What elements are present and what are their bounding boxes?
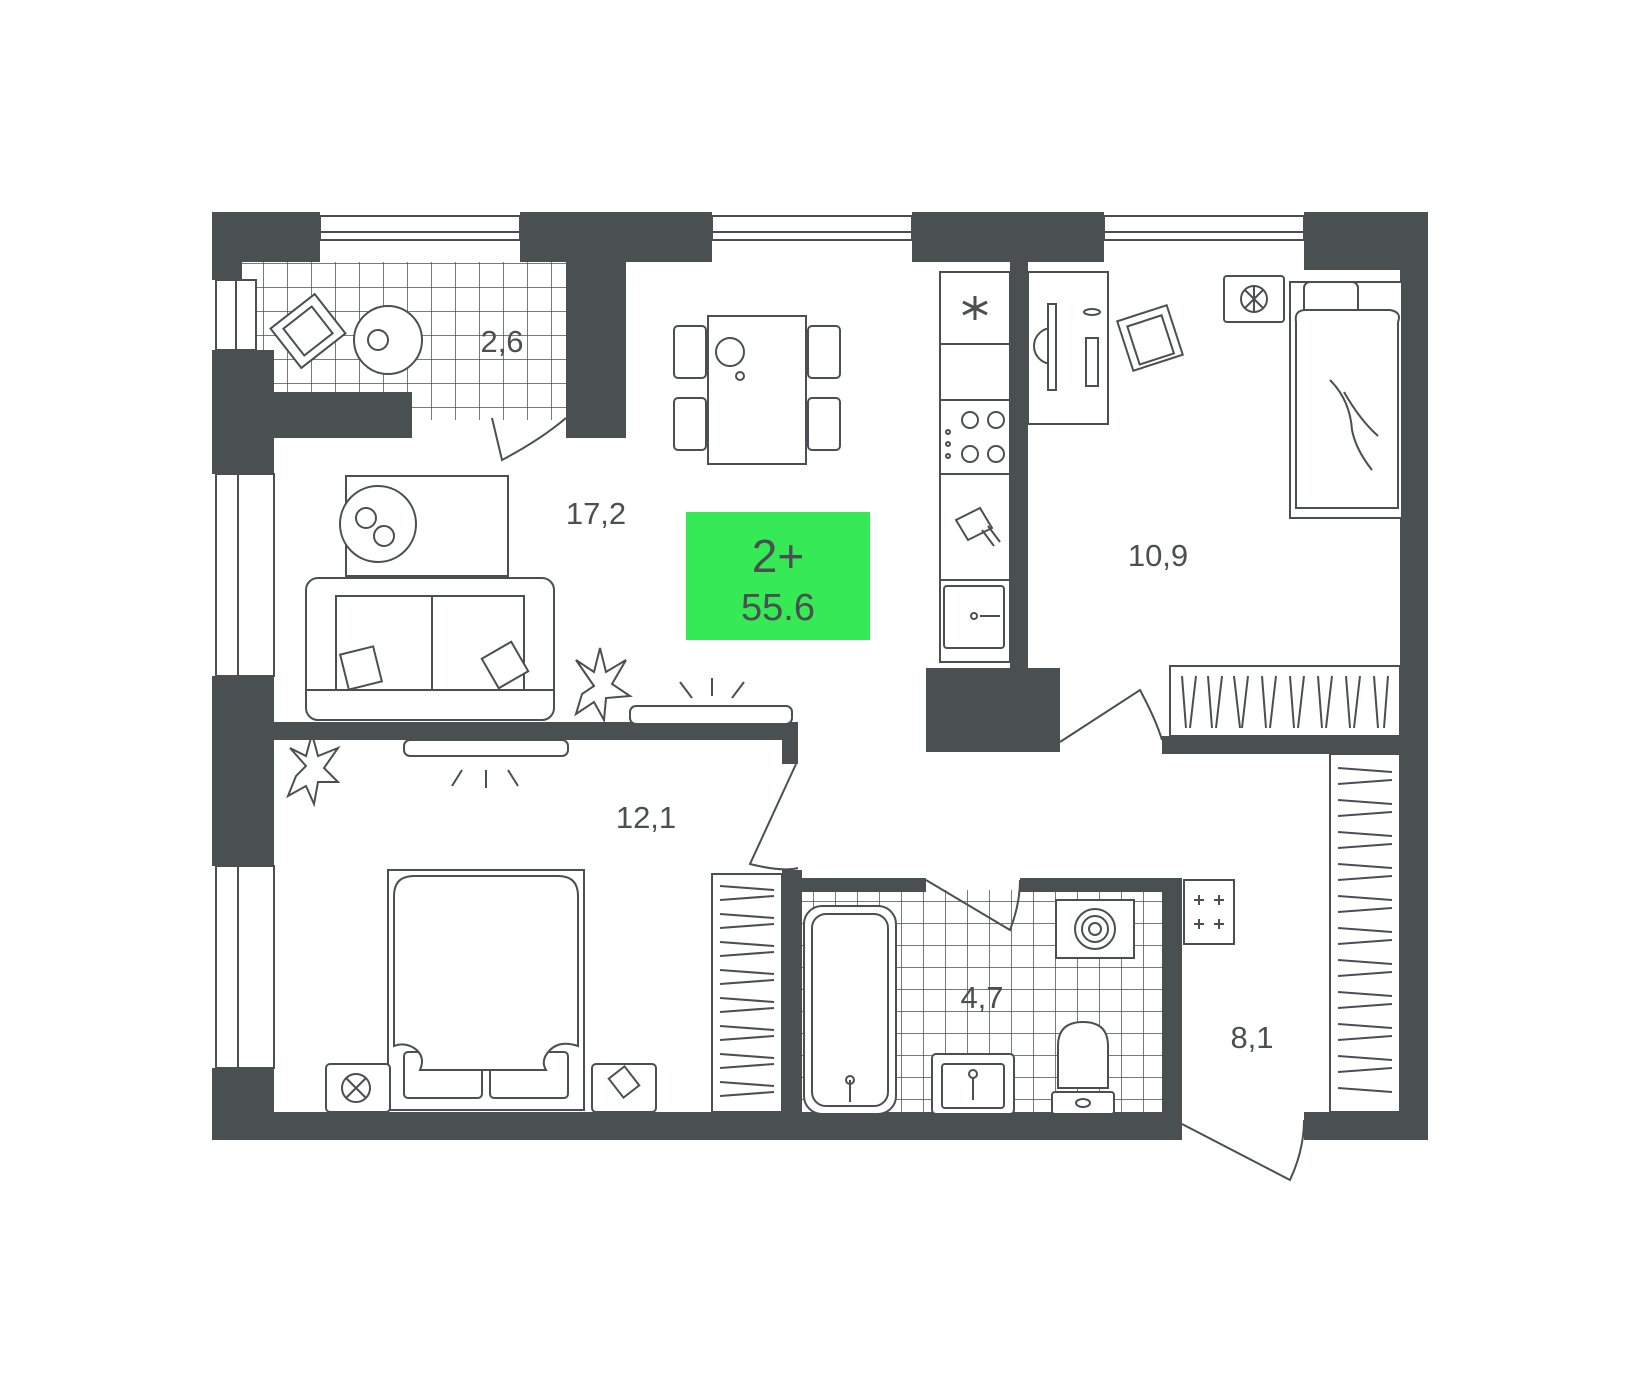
chair-icon — [673, 325, 841, 451]
bed-icon — [387, 869, 585, 1111]
tv-icon — [403, 678, 793, 788]
washing-machine-icon — [1055, 899, 1135, 959]
window-icon — [215, 215, 1305, 1069]
plant-icon — [286, 647, 633, 808]
washbasin-icon — [931, 1053, 1015, 1115]
armchair-icon — [1115, 303, 1185, 373]
fridge-icon — [962, 296, 988, 320]
sofa-icon — [305, 577, 555, 721]
bed-icon — [1289, 281, 1403, 519]
apartment-badge — [686, 512, 870, 640]
room-area-balcony: 2,6 — [480, 324, 523, 359]
room-area-bedroom-main: 12,1 — [616, 800, 676, 835]
nightstand-icon — [1223, 275, 1285, 323]
coffee-table-icon — [339, 475, 509, 577]
pillow-icon — [338, 640, 530, 691]
toilet-icon — [1051, 1020, 1115, 1115]
stove-icon — [945, 411, 1005, 463]
room-area-bathroom: 4,7 — [960, 980, 1003, 1015]
armchair-icon — [269, 292, 347, 370]
room-area-bedroom-small: 10,9 — [1128, 538, 1188, 573]
dining-table-icon — [707, 315, 807, 465]
wardrobe-icon — [1329, 753, 1401, 1113]
bathtub-icon — [803, 905, 897, 1115]
desk-icon — [1027, 271, 1109, 425]
cutting-board-icon — [954, 506, 1001, 547]
room-area-hallway: 8,1 — [1230, 1020, 1273, 1055]
electrical-panel-icon — [1183, 879, 1235, 945]
walls — [212, 212, 1428, 1140]
room-area-living-kitchen: 17,2 — [566, 496, 626, 531]
apartment-type: 2+ — [752, 530, 804, 582]
door-swing-icon — [491, 417, 1305, 1182]
wardrobe-icon — [1169, 665, 1401, 737]
wardrobe-icon — [711, 873, 783, 1113]
round-table-icon — [353, 305, 423, 375]
lamp-icon — [1033, 303, 1057, 391]
apartment-area: 55.6 — [741, 587, 815, 629]
sink-icon — [943, 585, 1005, 649]
nightstand-icon — [325, 1063, 657, 1113]
